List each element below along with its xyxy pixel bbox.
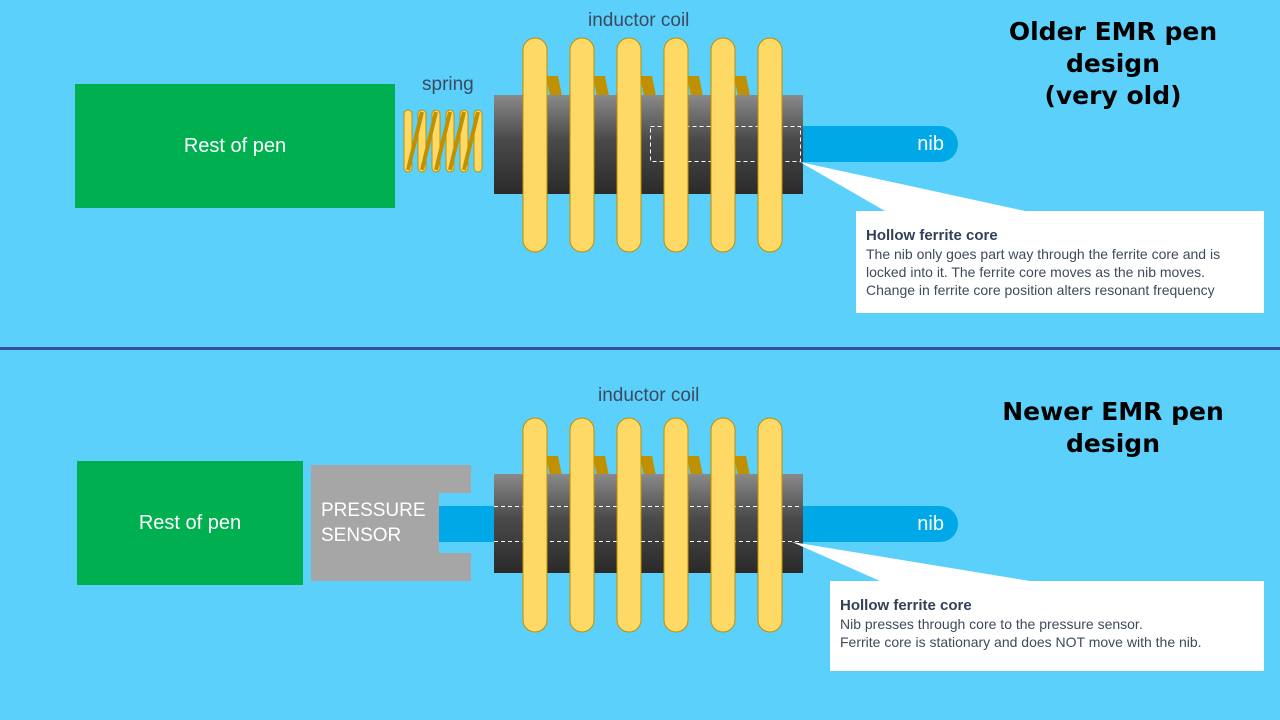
old-rest-of-pen: Rest of pen — [75, 84, 395, 208]
section-divider — [0, 347, 1280, 350]
old-callout: Hollow ferrite core The nib only goes pa… — [856, 211, 1264, 313]
new-rest-of-pen: Rest of pen — [77, 461, 303, 585]
new-design-title: Newer EMR pen design — [980, 396, 1246, 460]
pressure-sensor-label: PRESSURE SENSOR — [321, 498, 426, 548]
new-title-line1: Newer EMR pen — [1002, 397, 1224, 426]
old-callout-pointer — [800, 162, 1025, 211]
new-title-line2: design — [1066, 429, 1160, 458]
old-title-line1: Older EMR pen design — [1008, 17, 1218, 78]
new-callout-heading: Hollow ferrite core — [840, 597, 972, 614]
old-rest-of-pen-label: Rest of pen — [183, 134, 287, 157]
old-callout-line: locked into it. The ferrite core moves a… — [866, 264, 1206, 280]
new-callout: Hollow ferrite core Nib presses through … — [830, 581, 1264, 671]
new-inductor-coil — [522, 417, 783, 633]
old-design-panel: Older EMR pen design (very old) Rest of … — [0, 0, 1280, 348]
pressure-sensor — [311, 465, 471, 581]
spring-label: spring — [422, 74, 474, 95]
pressure-line2: SENSOR — [321, 525, 402, 546]
old-coil-label: inductor coil — [588, 10, 690, 31]
pressure-line1: PRESSURE — [321, 500, 426, 521]
old-callout-heading: Hollow ferrite core — [866, 227, 998, 244]
new-callout-line: Ferrite core is stationary and does NOT … — [840, 634, 1202, 650]
new-rest-of-pen-label: Rest of pen — [138, 511, 242, 534]
old-callout-line: Change in ferrite core position alters r… — [866, 282, 1215, 298]
new-design-panel: Newer EMR pen design Rest of pen PRESSUR… — [0, 350, 1280, 720]
old-inductor-coil — [522, 37, 783, 253]
old-callout-line: The nib only goes part way through the f… — [866, 246, 1221, 262]
old-nib: nib — [800, 126, 958, 162]
old-title-line2: (very old) — [1044, 81, 1182, 110]
new-coil-label: inductor coil — [598, 385, 700, 406]
new-nib-label: nib — [917, 512, 944, 535]
old-nib-label: nib — [917, 132, 944, 155]
new-callout-pointer — [792, 542, 1030, 581]
old-design-title: Older EMR pen design (very old) — [960, 16, 1266, 112]
new-callout-line: Nib presses through core to the pressure… — [840, 616, 1143, 632]
spring — [403, 109, 483, 173]
